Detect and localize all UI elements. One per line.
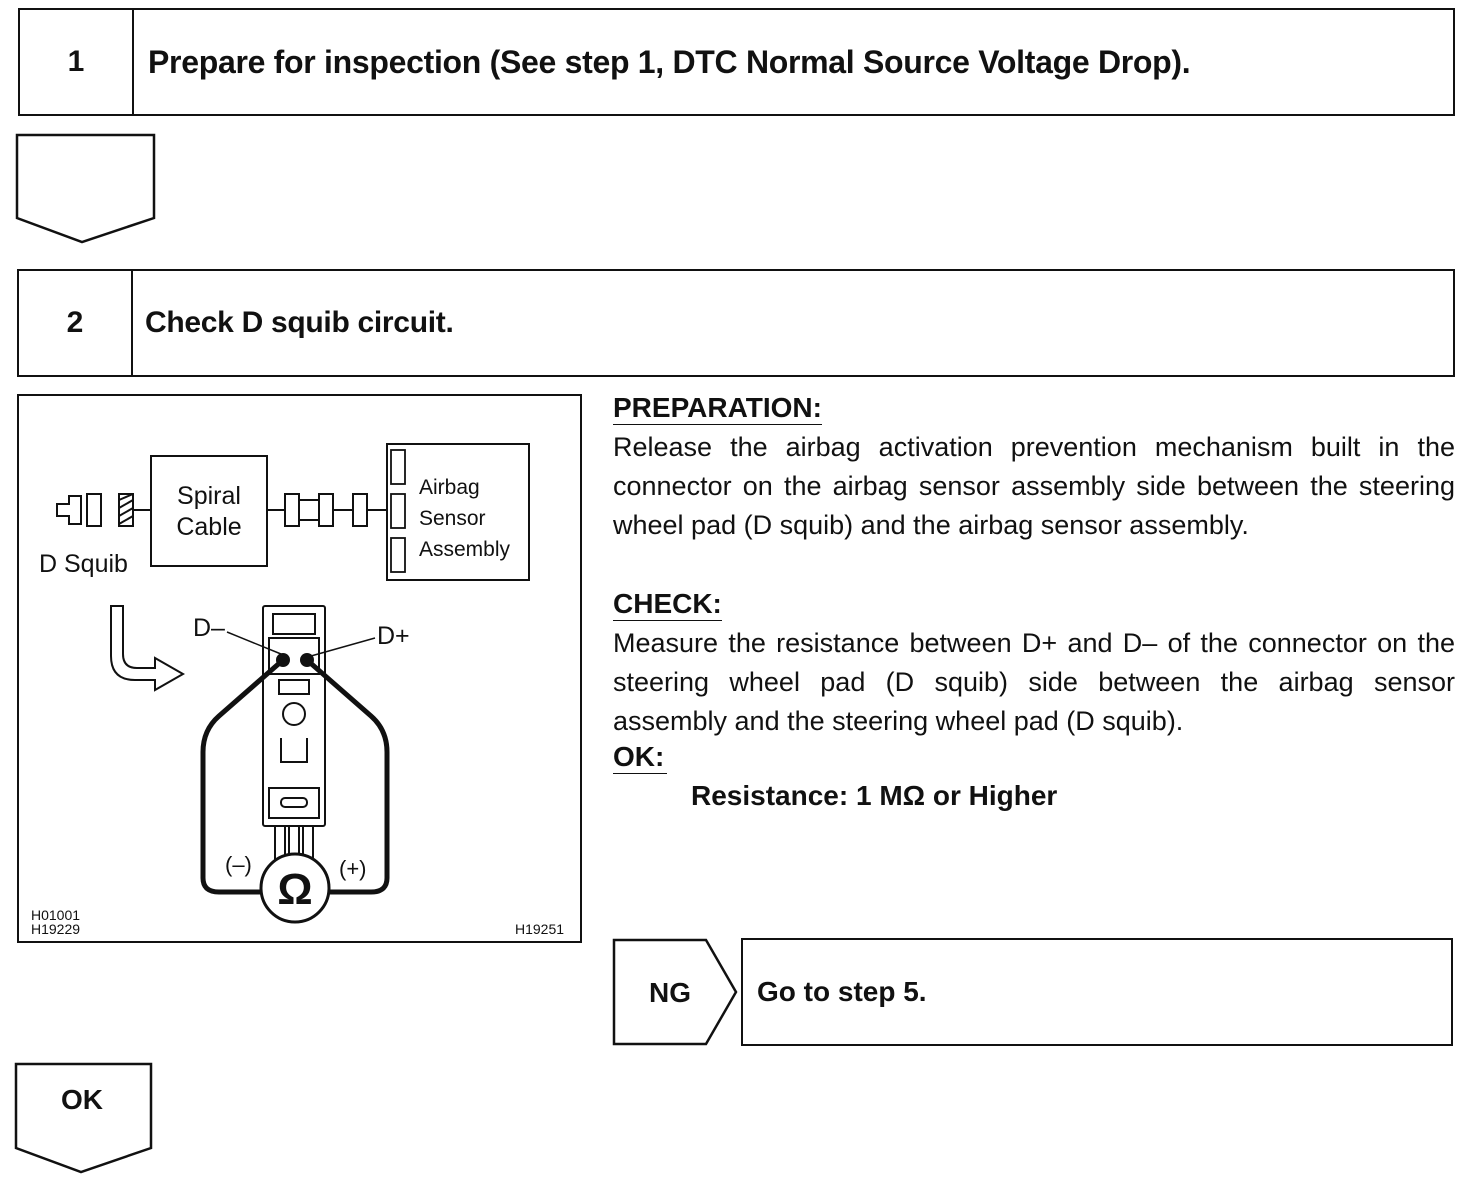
d-plus-label: D+ [377, 622, 410, 650]
ng-action-box: Go to step 5. [741, 938, 1453, 1046]
ng-arrow-box [612, 938, 738, 1046]
circuit-diagram-svg: Spiral Cable Airbag Sensor Assembly D Sq… [31, 443, 564, 937]
meter-minus-label: (–) [225, 852, 252, 877]
airbag-label-2: Sensor [419, 507, 486, 530]
spiral-cable-label-1: Spiral [177, 482, 241, 510]
ohmmeter-icon [259, 852, 331, 924]
ng-action-text: Go to step 5. [757, 976, 927, 1007]
d-minus-label: D– [193, 614, 225, 642]
step-2-title: Check D squib circuit. [145, 306, 454, 339]
airbag-sensor-box [386, 443, 530, 581]
ref-code-1: H01001 [31, 907, 80, 923]
spiral-cable-box [150, 455, 268, 567]
ok-arrow-down-icon [14, 1062, 153, 1174]
ref-code-2: H19229 [31, 921, 80, 937]
positive-probe-lead [305, 658, 390, 895]
step-1-title: Prepare for inspection (See step 1, DTC … [148, 43, 1191, 80]
ok-label: OK [61, 1084, 103, 1115]
step-2-number: 2 [19, 271, 133, 375]
step-1-box: 1 Prepare for inspection (See step 1, DT… [18, 8, 1455, 116]
d-squib-label: D Squib [39, 550, 128, 578]
step-1-number: 1 [20, 10, 134, 114]
curved-arrow-icon [110, 605, 186, 692]
check-text: Measure the resistance between D+ and D–… [613, 628, 1455, 736]
preparation-text: Release the airbag activation prevention… [613, 432, 1455, 540]
ng-label: NG [649, 977, 691, 1008]
preparation-heading: PREPARATION: [613, 392, 822, 425]
ref-code-3: H19251 [515, 921, 564, 937]
airbag-label-1: Airbag [419, 476, 480, 499]
circuit-diagram: Spiral Cable Airbag Sensor Assembly D Sq… [17, 394, 582, 943]
spiral-cable-label-2: Cable [176, 513, 241, 541]
ohm-symbol: Ω [277, 865, 312, 914]
negative-probe-lead [200, 658, 285, 895]
airbag-label-3: Assembly [419, 538, 511, 561]
ok-heading: OK: [613, 741, 667, 774]
step-2-box: 2 Check D squib circuit. [17, 269, 1455, 377]
meter-plus-label: (+) [339, 856, 367, 881]
preparation-section: PREPARATION: Release the airbag activati… [613, 392, 1455, 545]
check-heading: CHECK: [613, 588, 722, 621]
d-squib-connector [56, 493, 151, 527]
connector-body [262, 605, 326, 871]
ok-spec: Resistance: 1 MΩ or Higher [691, 780, 1058, 811]
flow-arrow-down-icon [15, 133, 156, 244]
intermediate-connector [267, 493, 387, 527]
check-section: CHECK: Measure the resistance between D+… [613, 588, 1455, 812]
